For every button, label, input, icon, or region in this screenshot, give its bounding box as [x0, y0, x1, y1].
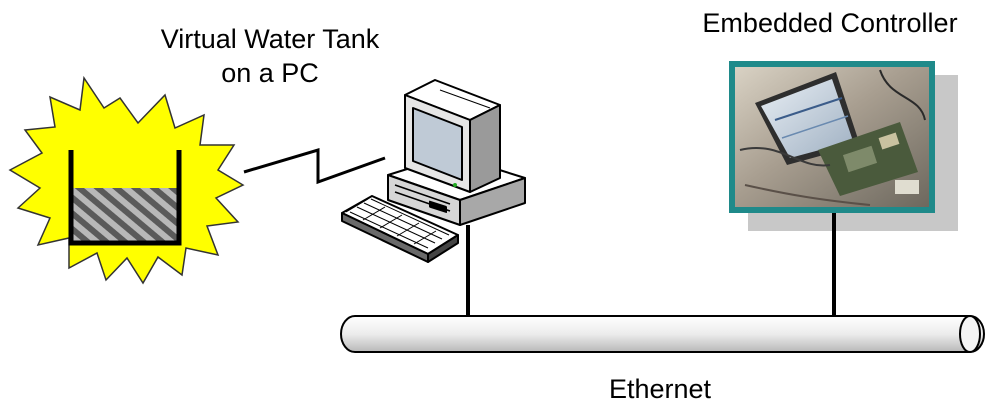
tank-walls [68, 150, 182, 246]
tank-label-line1: Virtual Water Tank [160, 24, 380, 54]
tank-label: Virtual Water Tank on a PC [100, 22, 440, 90]
tank-label-line2: on a PC [221, 58, 319, 88]
embedded-board-photo [729, 61, 958, 231]
ethernet-label: Ethernet [608, 374, 712, 404]
lightning-link-icon [243, 147, 386, 185]
water-fill [71, 188, 179, 243]
keyboard-icon [341, 195, 459, 263]
controller-label: Embedded Controller [702, 8, 958, 38]
burst-shape [8, 75, 245, 285]
ethernet-bus [340, 315, 985, 353]
water-tank-icon [8, 75, 245, 285]
desktop-computer-icon [387, 79, 526, 226]
